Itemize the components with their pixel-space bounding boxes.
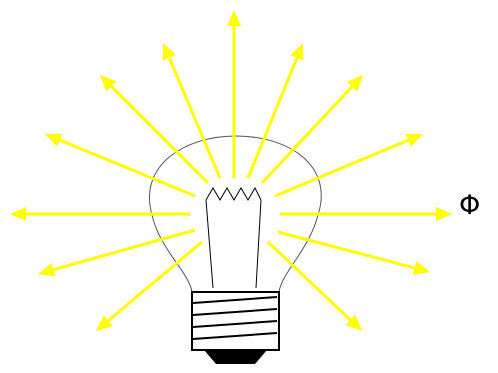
light-ray-arrow [278, 232, 430, 275]
light-ray-arrow [45, 134, 195, 196]
light-rays [10, 10, 452, 331]
light-ray-arrow [10, 207, 190, 221]
light-ray-shaft [169, 58, 220, 178]
light-ray-arrow [96, 242, 202, 331]
light-ray-arrowhead [413, 261, 430, 275]
light-ray-arrowhead [436, 207, 452, 221]
light-ray-shaft [268, 242, 350, 320]
filament-support [206, 200, 261, 288]
light-ray-arrow [275, 134, 423, 196]
light-ray-arrow [100, 75, 208, 183]
light-ray-arrow [268, 242, 362, 331]
light-ray-arrow [163, 43, 220, 178]
light-ray-arrow [280, 207, 452, 221]
flux-symbol: Φ [459, 192, 480, 219]
light-ray-shaft [278, 232, 415, 268]
light-ray-shaft [53, 230, 195, 270]
filament [206, 188, 261, 200]
light-ray-arrow [227, 10, 241, 178]
light-ray-arrowhead [227, 10, 241, 26]
bulb-base [192, 292, 279, 364]
light-ray-arrow [248, 43, 303, 178]
light-ray-shaft [248, 58, 297, 178]
light-ray-arrowhead [38, 263, 55, 276]
light-ray-arrowhead [10, 207, 26, 221]
